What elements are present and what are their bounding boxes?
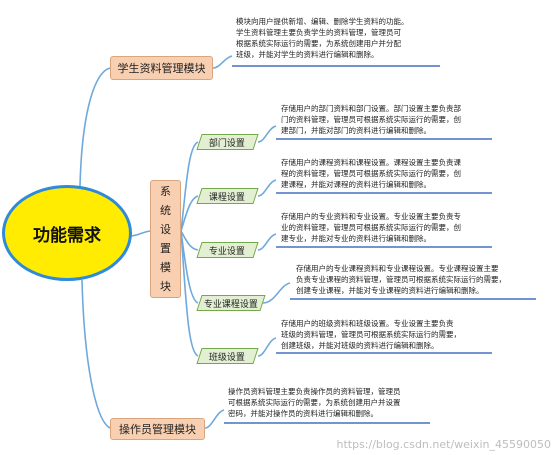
student-module-desc: 模块向用户提供新增、编辑、删除学生资料的功能。 学生资料管理主要负责学生的资料管…: [236, 17, 409, 59]
dept-settings-desc: 存储用户的部门资料和部门设置。部门设置主要负责部 门的资料管理，管理员可根据系统…: [281, 104, 461, 135]
connector-course-desc: [257, 179, 277, 197]
major-settings-label: 专业设置: [209, 246, 246, 257]
dept-settings-label: 部门设置: [209, 138, 246, 149]
connector-dept-desc: [257, 125, 277, 143]
connector-majorcourse-desc: [262, 282, 291, 304]
connector-root-operator: [81, 279, 111, 429]
root-node: 功能需求: [2, 185, 132, 281]
course-settings-label: 课程设置: [209, 192, 246, 203]
system-settings-char: 系: [160, 185, 171, 198]
major-course-settings-label: 专业课程设置: [203, 299, 258, 310]
operator-module-node: 操作员管理模块: [110, 418, 205, 440]
major-settings-desc: 存储用户的专业资料和专业设置。专业设置主要负责专 业的资料管理，管理员可根据系统…: [281, 212, 461, 243]
connector-class-desc: [257, 337, 277, 357]
major-course-settings-node: 专业课程设置: [196, 295, 266, 311]
system-settings-char: 块: [160, 280, 171, 293]
connector-root-student: [79, 67, 111, 187]
course-settings-desc: 存储用户的课程资料和课程设置。课程设置主要负责课 程的资料管理，管理员可根据系统…: [281, 158, 461, 189]
root-label: 功能需求: [33, 225, 101, 246]
dept-settings-node: 部门设置: [196, 134, 259, 150]
connector-root-system: [129, 230, 151, 237]
class-settings-label: 班级设置: [209, 352, 246, 363]
connector-system-course: [180, 195, 199, 232]
student-module-label: 学生资料管理模块: [117, 62, 206, 75]
operator-module-desc: 操作员资料管理主要负责操作员的资料管理，管理员 可根据系统实际运行的需要，为系统…: [228, 387, 401, 418]
major-settings-node: 专业设置: [196, 242, 259, 258]
class-settings-node: 班级设置: [196, 348, 259, 364]
system-settings-char: 统: [160, 204, 171, 217]
connector-student-desc: [212, 55, 233, 69]
connector-major-desc: [257, 233, 277, 251]
major-course-settings-desc: 存储用户的专业课程资料和专业课程设置。专业课程设置主要 负责专业课程的资料管理，…: [296, 264, 506, 295]
system-settings-node: 系 统 设 置 模 块: [150, 180, 181, 298]
connector-operator-desc: [204, 409, 225, 429]
course-settings-node: 课程设置: [196, 188, 259, 204]
operator-module-label: 操作员管理模块: [119, 423, 196, 436]
connector-system-major: [180, 230, 199, 251]
system-settings-char: 置: [160, 242, 171, 255]
system-settings-char: 设: [160, 223, 171, 236]
system-settings-char: 模: [160, 261, 171, 274]
connector-system-dept: [180, 141, 199, 232]
watermark: https://blog.csdn.net/weixin_45590050: [336, 438, 551, 451]
connector-system-class: [180, 230, 199, 357]
class-settings-desc: 存储用户的班级资料和班级设置。专业设置主要负责 班级的资料管理，管理员可根据系统…: [281, 319, 461, 350]
student-module-node: 学生资料管理模块: [110, 56, 213, 80]
